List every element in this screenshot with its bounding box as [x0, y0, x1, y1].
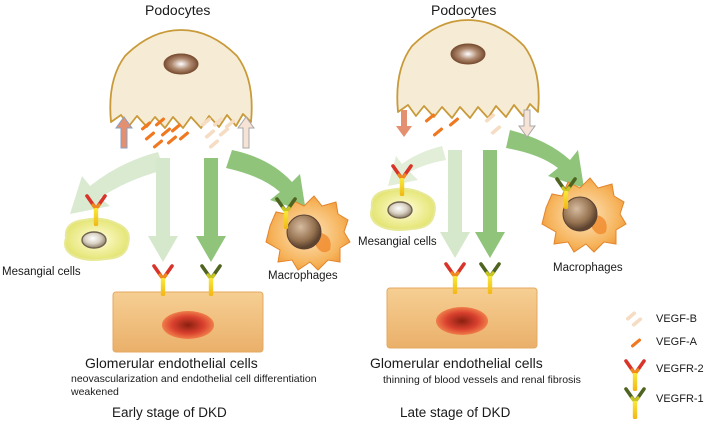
vegfr2-icon: [624, 359, 646, 393]
arrow-to-endothelium-late-2: [475, 150, 505, 258]
arrow-to-mesangial-early: [70, 152, 164, 214]
arrow-to-endothelium-early-2: [196, 158, 226, 262]
vegfb-ligands-early: [200, 116, 236, 150]
vegfb-secretion-up-arrow-early: [237, 116, 255, 149]
note-early: neovascularization and endothelial cell …: [71, 373, 317, 398]
arrow-to-macrophage-early: [226, 150, 306, 212]
macrophages-label-early: Macrophages: [268, 270, 338, 282]
note-late: thinning of blood vessels and renal fibr…: [383, 374, 581, 386]
legend: [624, 310, 646, 421]
vegf-a-icon: [630, 337, 642, 349]
vegfa-secretion-down-arrow-late: [396, 110, 412, 137]
vegfr1-icon: [624, 387, 646, 421]
vegfa-secretion-up-arrow-early: [115, 116, 133, 149]
mesangial-label-early: Mesangial cells: [2, 266, 81, 278]
podocyte-cell-late: [396, 19, 540, 119]
endothelial-label-early: Glomerular endothelial cells: [85, 355, 258, 371]
legend-label-vegf-a: VEGF-A: [656, 336, 697, 348]
arrow-to-endothelium-late-1: [440, 150, 470, 258]
arrow-to-mesangial-late: [388, 146, 446, 186]
stage-label-late: Late stage of DKD: [400, 405, 511, 420]
vegfb-secretion-down-arrow-late: [518, 109, 536, 138]
podocytes-label-late: Podocytes: [431, 2, 497, 18]
arrow-to-macrophage-late: [506, 130, 584, 188]
endothelial-label-late: Glomerular endothelial cells: [370, 355, 543, 371]
macrophages-label-late: Macrophages: [553, 262, 623, 274]
legend-label-vegf-b: VEGF-B: [656, 313, 697, 325]
legend-label-vegfr1: VEGFR-1: [656, 393, 704, 405]
panel-early: [64, 29, 351, 353]
podocytes-label-early: Podocytes: [145, 2, 211, 18]
arrow-to-endothelium-early-1: [148, 158, 178, 262]
panel-late: [370, 19, 627, 349]
endothelial-cell-early: [112, 291, 264, 353]
stage-label-early: Early stage of DKD: [112, 405, 227, 420]
legend-label-vegfr2: VEGFR-2: [656, 363, 704, 375]
macrophage-cell-late: [541, 177, 627, 253]
vegfa-ligands-late: [424, 112, 460, 138]
podocyte-cell-early: [109, 29, 253, 129]
endothelial-cell-late: [386, 287, 538, 349]
mesangial-label-late: Mesangial cells: [358, 236, 437, 248]
vegf-b-icon: [625, 310, 643, 328]
macrophage-cell-early: [265, 195, 351, 271]
